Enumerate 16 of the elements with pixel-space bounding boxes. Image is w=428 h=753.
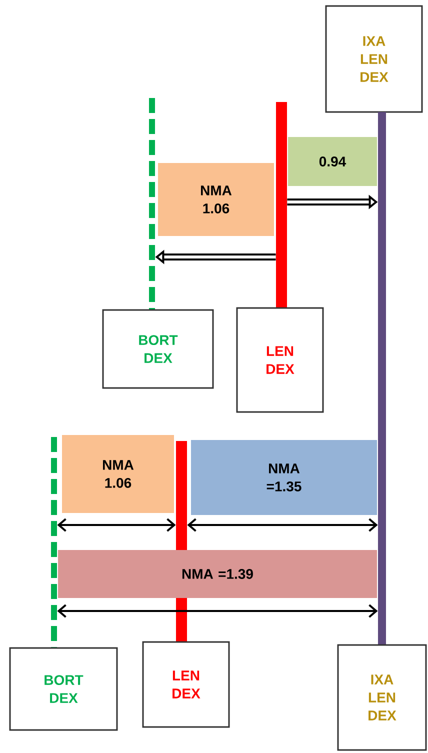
- label-box: LEN DEX: [236, 307, 324, 413]
- label-box: IXA LEN DEX: [337, 644, 427, 751]
- label-box: BORT DEX: [102, 309, 214, 389]
- dashed-line: [51, 437, 57, 648]
- value-box: NMA =1.39: [58, 550, 377, 598]
- value-box: 0.94: [288, 137, 377, 186]
- value-box: NMA 1.06: [158, 163, 274, 236]
- label-box: LEN DEX: [142, 641, 230, 728]
- label-box: BORT DEX: [9, 647, 118, 731]
- value-box: NMA 1.06: [62, 435, 174, 513]
- double-arrow: [57, 604, 378, 618]
- label-box: IXA LEN DEX: [325, 5, 423, 113]
- dashed-line: [149, 98, 155, 310]
- double-arrow: [187, 518, 378, 532]
- double-arrow: [57, 518, 176, 532]
- value-box: NMA =1.35: [191, 440, 377, 515]
